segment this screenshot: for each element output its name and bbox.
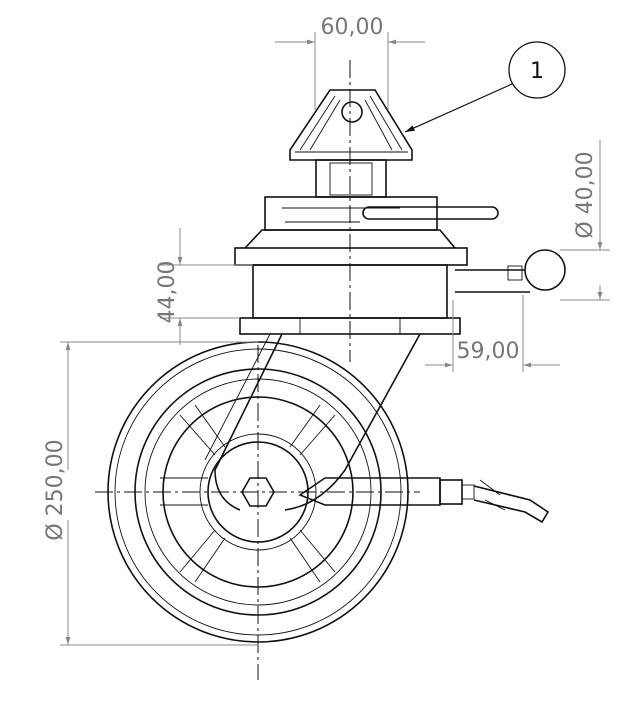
centerlines [95,60,420,680]
balloon-1: 1 [404,41,566,133]
dim-label: 59,00 [457,339,520,364]
dim-pin-diameter: Ø 40,00 [560,140,610,301]
dim-label: 44,00 [155,261,180,324]
dim-pin-offset: 59,00 [425,295,560,372]
dim-wheel-diameter: Ø 250,00 [43,341,258,646]
dim-label: Ø 250,00 [43,439,68,540]
dim-label: 60,00 [321,15,384,40]
balloon-label: 1 [530,59,544,84]
brake-lever [298,477,550,524]
dim-top-width: 60,00 [275,15,425,110]
pin-ring [455,249,566,293]
hub-nut [241,477,275,507]
housing [234,89,499,335]
dim-label: Ø 40,00 [573,151,598,238]
dim-housing-height: 44,00 [155,228,253,345]
fork [204,333,421,511]
